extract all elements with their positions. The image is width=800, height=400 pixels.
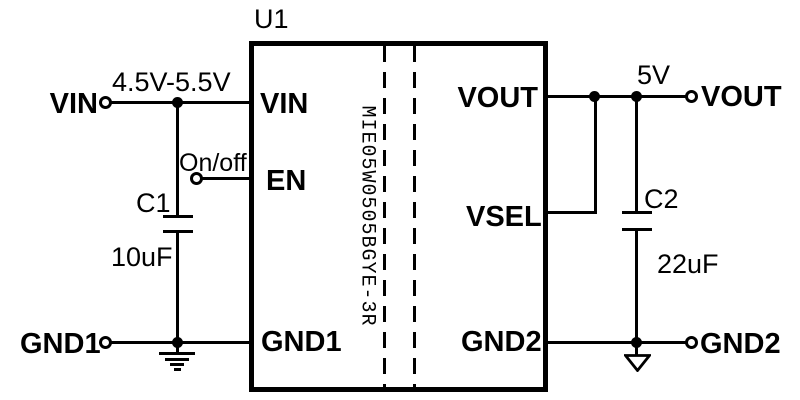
junction-dot-gnd1-c1	[172, 337, 183, 348]
c1-capacitor-bottom-plate	[163, 230, 193, 233]
pin-label-gnd1: GND1	[261, 326, 342, 358]
ic-part-number-label: MIE05W0505BGYE-3R	[355, 105, 379, 327]
earth-ground-bar4	[174, 368, 181, 371]
ic-refdes-label: U1	[254, 4, 289, 34]
wire-vout-to-c2	[635, 97, 638, 212]
pin-label-vsel: VSEL	[466, 201, 542, 233]
c1-capacitor-top-plate	[163, 215, 193, 218]
junction-dot-vin-c1	[172, 97, 183, 108]
earth-ground-stub	[176, 344, 179, 353]
pin-label-vout: VOUT	[457, 82, 538, 114]
junction-dot-vout-c2	[631, 91, 642, 102]
earth-ground-bar2	[165, 358, 189, 361]
output-voltage-label: 5V	[637, 60, 671, 90]
c2-value-label: 22uF	[657, 249, 719, 279]
ic-internal-dashed-line-right	[413, 46, 416, 387]
pin-label-gnd2: GND2	[461, 326, 542, 358]
c1-refdes-label: C1	[136, 188, 171, 218]
input-voltage-label: 4.5V-5.5V	[112, 67, 231, 97]
terminal-label-vin: VIN	[49, 88, 98, 120]
ic-internal-dashed-line-left	[383, 46, 386, 387]
wire-vsel-horizontal	[548, 211, 597, 214]
wire-en	[202, 177, 249, 180]
pin-label-en: EN	[266, 165, 307, 197]
junction-dot-gnd2-c2	[631, 337, 642, 348]
c1-value-label: 10uF	[111, 242, 173, 272]
gnd2-terminal-node-circle	[685, 336, 698, 349]
wire-vin-to-c1	[176, 103, 179, 215]
c2-refdes-label: C2	[644, 184, 679, 214]
pin-label-vin: VIN	[260, 88, 309, 120]
earth-ground-bar3	[170, 363, 184, 366]
wire-c2-to-gnd2	[635, 231, 638, 342]
wire-vout	[548, 95, 686, 98]
vout-terminal-node-circle	[685, 90, 698, 103]
ic-body-outline	[249, 41, 548, 392]
junction-dot-vout-vsel	[589, 91, 600, 102]
enable-onoff-label: On/off	[179, 149, 247, 177]
earth-ground-icon	[159, 352, 195, 355]
wire-vsel-vertical	[594, 97, 597, 213]
chassis-ground-icon	[624, 354, 651, 372]
wire-gnd2	[548, 341, 686, 344]
terminal-label-gnd1: GND1	[20, 328, 101, 360]
c2-capacitor-bottom-plate	[622, 228, 652, 231]
c2-capacitor-top-plate	[622, 211, 652, 214]
chassis-ground-stub	[635, 344, 638, 355]
enable-terminal-node-circle	[190, 172, 203, 185]
wire-c1-to-gnd1	[176, 233, 179, 344]
terminal-label-vout: VOUT	[701, 81, 782, 113]
terminal-label-gnd2: GND2	[700, 328, 781, 360]
